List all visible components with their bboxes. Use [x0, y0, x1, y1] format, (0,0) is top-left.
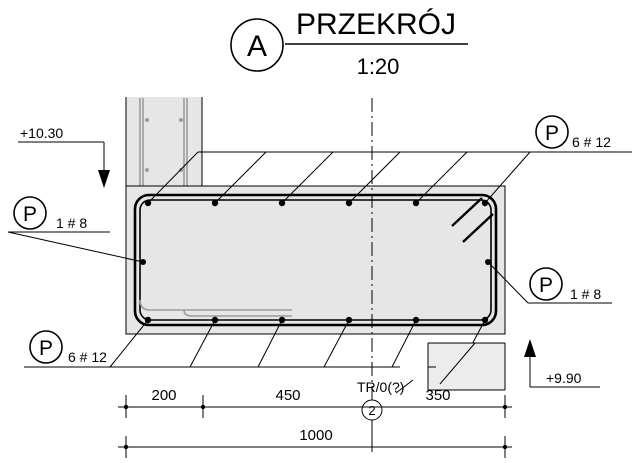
- level-top-label: +10.30: [20, 125, 63, 141]
- beam-outline: [125, 185, 506, 335]
- dimension-3: 350: [425, 387, 450, 404]
- callout-label: 6 # 12: [68, 349, 107, 365]
- section-scale: 1:20: [357, 54, 400, 79]
- dimension-total-label: 1000: [299, 427, 332, 444]
- axis-marker-label: 2: [368, 403, 375, 418]
- level-marker-bottom: +9.90: [524, 339, 600, 388]
- dimension-total: 1000: [118, 427, 512, 458]
- section-letter: A: [247, 30, 267, 63]
- callout-right: P 1 # 8: [529, 267, 601, 302]
- callout-label: 1 # 8: [570, 286, 601, 302]
- beam-section: [125, 185, 506, 335]
- callout-letter: P: [23, 203, 37, 226]
- callout-letter: P: [39, 337, 53, 360]
- level-arrow-up: [524, 339, 536, 357]
- level-bottom-label: +9.90: [546, 370, 582, 386]
- callout-left: P 1 # 8: [8, 196, 110, 233]
- callout-letter: P: [545, 122, 559, 145]
- dimension-chain: 200 450 350: [118, 387, 512, 418]
- dimension-1: 200: [151, 387, 176, 404]
- callout-bottom-left: P 6 # 12: [29, 330, 107, 365]
- leader-left: [7, 231, 144, 263]
- callout-circle: [13, 196, 47, 230]
- section-title: PRZEKRÓJ: [296, 8, 456, 41]
- top-leaders: [147, 151, 531, 204]
- leader-right: [487, 261, 529, 304]
- stirrup-inner: [139, 199, 492, 321]
- note-text: TR/0(?): [357, 379, 404, 395]
- callout-circle: [535, 115, 569, 149]
- section-marker-circle: [230, 18, 284, 72]
- level-marker-top: +10.30: [18, 125, 110, 188]
- callout-letter: P: [539, 274, 553, 297]
- axis-marker-circle: [361, 399, 383, 421]
- callout-circle: [529, 267, 563, 301]
- dimension-2: 450: [275, 387, 300, 404]
- lower-block: [427, 342, 506, 391]
- beam-body: [126, 186, 505, 334]
- title-block: A PRZEKRÓJ 1:20: [230, 8, 468, 79]
- callout-label: 1 # 8: [56, 215, 87, 231]
- upper-wall-body: [126, 97, 202, 186]
- callout-top-right: P 6 # 12: [530, 115, 632, 153]
- level-arrow-down: [98, 170, 110, 188]
- callout-label: 6 # 12: [572, 134, 611, 150]
- callout-circle: [29, 330, 63, 364]
- lower-block-body: [428, 343, 505, 390]
